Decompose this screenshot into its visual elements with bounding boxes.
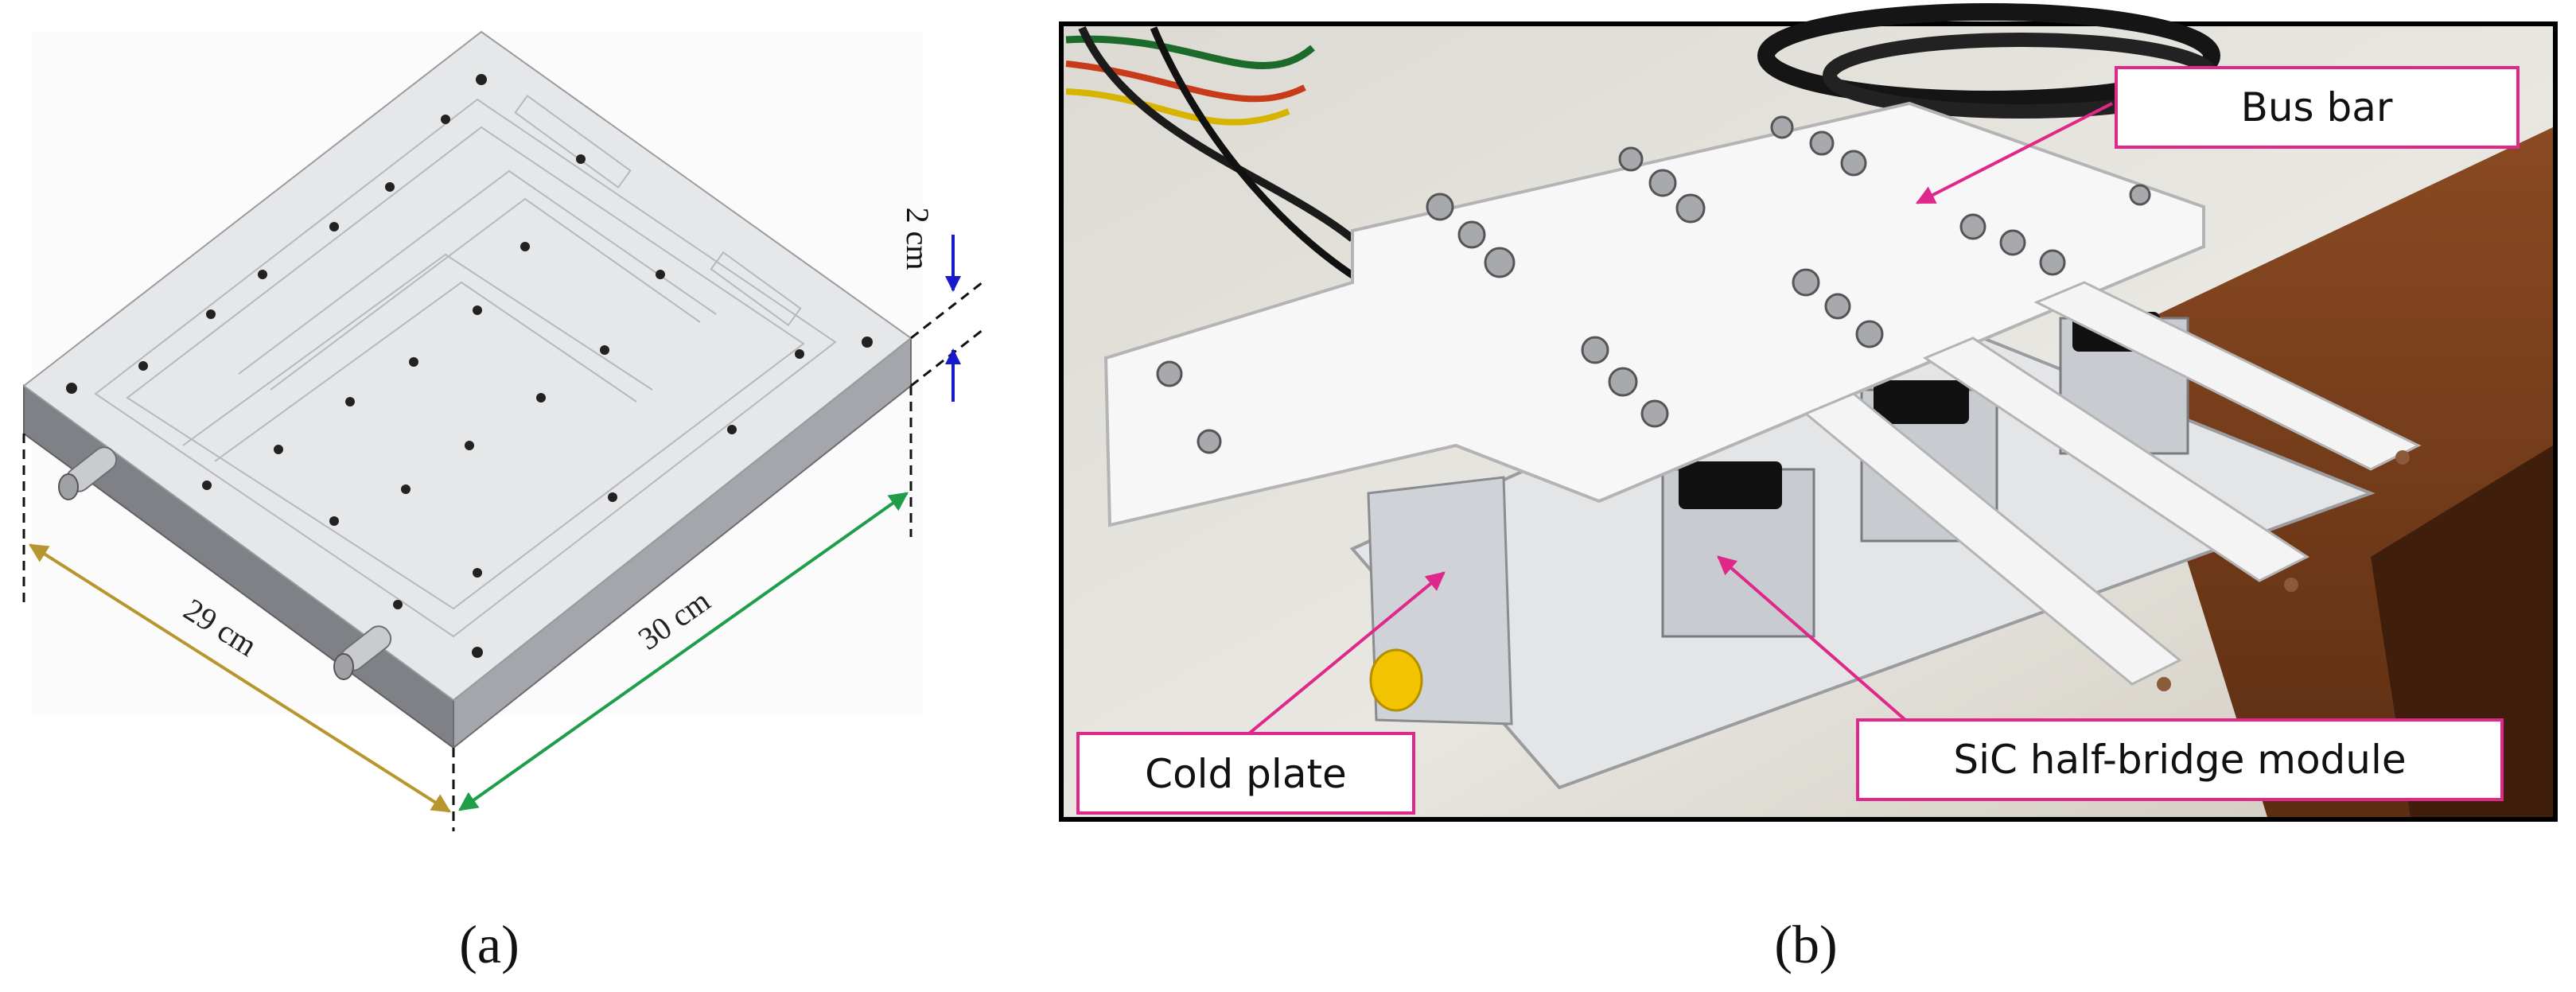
photo-scene	[1065, 3, 2553, 817]
bus-bar-leader-line	[1915, 102, 2113, 204]
cold-plate-label-box	[1076, 732, 1415, 815]
sic-module-leader-line	[1717, 555, 1907, 722]
thickness-dimension-label: 2 cm	[900, 208, 936, 270]
sic-module-label: SiC half-bridge module	[1953, 737, 2406, 783]
panel-a-cold-plate-drawing: 29 cm 30 cm 2 cm (a)	[22, 30, 983, 974]
panel-b-hardware-photo: Bus bar Cold plate SiC half-bridge modul…	[1059, 3, 2558, 974]
dimension-extension-lines	[22, 281, 983, 831]
sic-module-label-box	[1856, 718, 2504, 801]
cold-plate-label: Cold plate	[1145, 751, 1347, 797]
panel-a-caption: (a)	[459, 914, 519, 974]
length-dimension-arrow	[28, 543, 452, 813]
coolant-inlet-fitting	[58, 446, 118, 500]
width-dimension-arrow	[458, 492, 909, 811]
cold-plate-leader-line	[1247, 571, 1446, 735]
panel-b-caption: (b)	[1774, 914, 1837, 974]
bus-bar-label-box	[2115, 66, 2520, 149]
bus-bar-label: Bus bar	[2241, 84, 2393, 130]
